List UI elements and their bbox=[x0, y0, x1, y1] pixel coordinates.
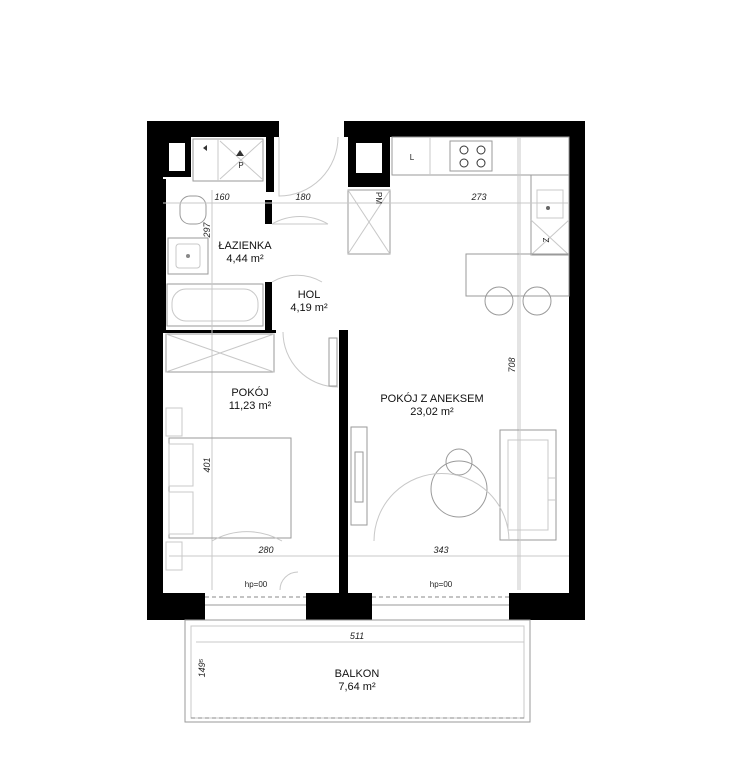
dim-balcony-depth: 149⁵ bbox=[197, 658, 207, 677]
dim-bedroom-depth: 401 bbox=[202, 457, 212, 472]
room-labels: ŁAZIENKA 4,44 m² HOL 4,19 m² POKÓJ 11,23… bbox=[218, 240, 483, 693]
balcony bbox=[184, 619, 531, 723]
threshold-right-label: hp=00 bbox=[430, 580, 453, 589]
dim-bedroom-width: 280 bbox=[257, 545, 273, 555]
dim-living-depth: 708 bbox=[507, 357, 517, 372]
shaft-p-label: P bbox=[238, 161, 243, 170]
threshold-left-label: hp=00 bbox=[245, 580, 268, 589]
dim-bath-width: 160 bbox=[214, 192, 229, 202]
dim-living-width: 343 bbox=[433, 545, 448, 555]
living-name: POKÓJ Z ANEKSEM bbox=[380, 392, 483, 405]
washer-pm-label: PM bbox=[374, 192, 383, 204]
dim-hall-width: 180 bbox=[295, 192, 310, 202]
balcony-area: 7,64 m² bbox=[338, 681, 376, 693]
dim-balcony-width: 511 bbox=[350, 631, 364, 641]
bathroom-area: 4,44 m² bbox=[226, 253, 264, 265]
ventilation-shafts bbox=[163, 137, 390, 192]
dimension-labels: 160 180 273 297 708 401 280 343 511 149⁵ bbox=[197, 192, 517, 677]
bathroom-name: ŁAZIENKA bbox=[218, 240, 272, 252]
fixture-labels: hp=00 hp=00 P L Z PM bbox=[238, 153, 551, 589]
dim-bath-depth: 297 bbox=[202, 222, 212, 239]
bedroom-area: 11,23 m² bbox=[229, 400, 272, 412]
dim-kitchen-width: 273 bbox=[470, 192, 486, 202]
fixtures bbox=[165, 136, 570, 606]
bedroom-name: POKÓJ bbox=[231, 386, 268, 399]
appliance-z-label: Z bbox=[542, 237, 551, 242]
exterior-walls bbox=[147, 121, 585, 620]
living-area: 23,02 m² bbox=[410, 406, 454, 418]
balcony-name: BALKON bbox=[335, 668, 380, 680]
fridge-l-label: L bbox=[410, 153, 415, 162]
hall-name: HOL bbox=[298, 289, 321, 301]
dimension-lines bbox=[163, 137, 569, 643]
interior-walls bbox=[163, 179, 348, 593]
hall-area: 4,19 m² bbox=[290, 302, 328, 314]
